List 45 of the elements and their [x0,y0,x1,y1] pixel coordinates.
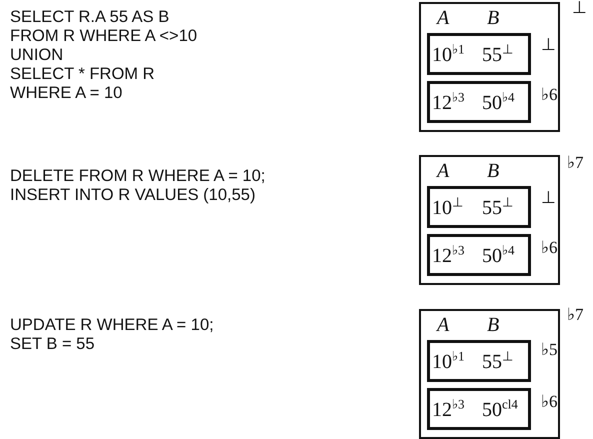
table-box [419,309,560,439]
table-row-box [427,340,531,382]
table-row-box [427,186,531,228]
column-header: A [437,7,450,29]
column-header: A [437,160,450,182]
column-header: B [487,7,500,29]
column-header: B [487,160,500,182]
table-row-box [427,33,531,75]
table-row-box [427,81,531,123]
column-header: A [437,314,450,336]
column-header: B [487,314,500,336]
annotation-mark: ⊥ [572,0,587,18]
annotation-mark: ♭7 [567,305,584,325]
annotation-mark: ♭6 [541,392,558,412]
query-text-line: DELETE FROM R WHERE A = 10; [10,167,266,186]
annotation-mark: ⊥ [541,188,556,208]
table-box [419,2,560,132]
query-text-line: FROM R WHERE A <>10 [10,27,198,46]
table-cell: 12$^{♭3}$ [432,92,464,114]
table-cell: 50$^{♭4}$ [482,245,514,267]
annotation-mark: ♭5 [541,340,558,360]
annotation-mark: ⊥ [541,35,556,55]
table-cell: 50$^{♭4}$ [482,92,514,114]
table-cell: 12$^{♭3}$ [432,245,464,267]
table-cell: 10$^{♭1}$ [432,351,464,373]
table-cell: 50$^{cl4}$ [482,399,518,421]
annotation-mark: ♭6 [541,85,558,105]
table-row-box [427,388,531,430]
annotation-mark: ♭6 [541,238,558,258]
table-cell: 10$^{♭1}$ [432,44,464,66]
table-box [419,155,560,285]
annotation-mark: ♭7 [567,153,584,173]
query-text-line: SELECT R.A 55 AS B [10,8,170,27]
table-cell: 12$^{♭3}$ [432,399,464,421]
query-text-line: WHERE A = 10 [10,84,122,103]
query-text-line: INSERT INTO R VALUES (10,55) [10,186,256,205]
query-text-line: UNION [10,46,64,65]
query-text-line: UPDATE R WHERE A = 10; [10,316,214,335]
table-row-box [427,234,531,276]
table-cell: 55$^{⊥}$ [482,197,513,219]
query-text-line: SET B = 55 [10,335,95,354]
table-cell: 55$^{⊥}$ [482,44,513,66]
query-text-line: SELECT * FROM R [10,65,155,84]
table-cell: 55$^{⊥}$ [482,351,513,373]
table-cell: 10$^{⊥}$ [432,197,463,219]
